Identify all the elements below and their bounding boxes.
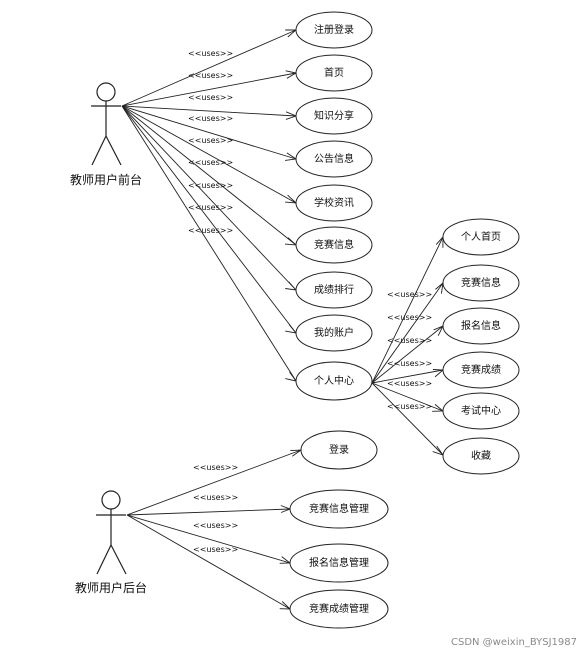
use-case-competition-score: 竞赛成绩 xyxy=(442,351,520,389)
use-case-label: 竞赛信息 xyxy=(461,276,501,289)
use-case-personal-center: 个人中心 xyxy=(295,361,373,401)
stereotype-label: <<uses>> xyxy=(193,545,238,554)
use-case-label: 注册登录 xyxy=(314,23,354,36)
use-case-school-news: 学校资讯 xyxy=(295,184,373,222)
stereotype-label: <<uses>> xyxy=(188,226,233,235)
stereotype-label: <<uses>> xyxy=(387,379,432,388)
use-case-pc-competition-info: 竞赛信息 xyxy=(442,264,520,302)
use-case-login: 登录 xyxy=(300,430,378,470)
stereotype-label: <<uses>> xyxy=(188,49,233,58)
stereotype-label: <<uses>> xyxy=(188,114,233,123)
stereotype-label: <<uses>> xyxy=(188,203,233,212)
stereotype-label: <<uses>> xyxy=(188,181,233,190)
use-case-competition-info-mgmt: 竞赛信息管理 xyxy=(289,489,389,529)
use-case-label: 个人中心 xyxy=(314,374,354,387)
use-case-favorites: 收藏 xyxy=(442,437,520,475)
use-case-score-ranking: 成绩排行 xyxy=(295,271,373,309)
use-case-label: 我的账户 xyxy=(314,326,354,339)
use-case-announcements: 公告信息 xyxy=(295,140,373,178)
use-case-home: 首页 xyxy=(295,54,373,92)
use-case-registration-info-mgmt: 报名信息管理 xyxy=(289,543,389,583)
use-case-register-login: 注册登录 xyxy=(295,11,373,49)
actor-back-label: 教师用户后台 xyxy=(75,580,147,595)
use-case-label: 竞赛成绩管理 xyxy=(309,602,369,615)
use-case-exam-center: 考试中心 xyxy=(442,392,520,430)
use-case-personal-home: 个人首页 xyxy=(442,218,520,256)
use-case-label: 公告信息 xyxy=(314,152,354,165)
back-associations xyxy=(126,449,303,610)
use-case-label: 登录 xyxy=(329,443,349,456)
use-case-label: 成绩排行 xyxy=(314,283,354,296)
stereotype-label: <<uses>> xyxy=(387,359,432,368)
use-case-label: 报名信息 xyxy=(461,319,501,332)
use-case-label: 知识分享 xyxy=(314,109,354,122)
actor-front-label: 教师用户前台 xyxy=(70,172,142,187)
stereotype-label: <<uses>> xyxy=(387,402,432,411)
stereotype-label: <<uses>> xyxy=(188,93,233,102)
use-case-label: 竞赛信息 xyxy=(314,238,354,251)
stereotype-label: <<uses>> xyxy=(188,71,233,80)
use-case-label: 考试中心 xyxy=(461,404,501,417)
stereotype-label: <<uses>> xyxy=(188,158,233,167)
use-case-competition-info: 竞赛信息 xyxy=(295,226,373,264)
stereotype-label: <<uses>> xyxy=(188,136,233,145)
stereotype-label: <<uses>> xyxy=(193,521,238,530)
use-case-label: 竞赛成绩 xyxy=(461,363,501,376)
use-case-label: 首页 xyxy=(324,66,344,79)
stereotype-label: <<uses>> xyxy=(193,493,238,502)
use-case-registration-info: 报名信息 xyxy=(442,307,520,345)
use-case-label: 竞赛信息管理 xyxy=(309,502,369,515)
stereotype-label: <<uses>> xyxy=(387,336,432,345)
actor-front-figure xyxy=(91,82,122,166)
use-case-label: 报名信息管理 xyxy=(309,556,369,569)
use-case-label: 学校资讯 xyxy=(314,196,354,209)
stereotype-label: <<uses>> xyxy=(387,290,432,299)
stereotype-label: <<uses>> xyxy=(387,313,432,322)
use-case-label: 个人首页 xyxy=(461,230,501,243)
use-case-knowledge-share: 知识分享 xyxy=(295,97,373,135)
personal-center-associations xyxy=(371,235,445,456)
use-case-competition-score-mgmt: 竞赛成绩管理 xyxy=(289,589,389,629)
watermark: CSDN @weixin_BYSJ1987 xyxy=(451,637,577,648)
front-associations xyxy=(121,29,298,382)
actor-back-figure xyxy=(96,490,127,575)
stereotype-labels: <<uses>> <<uses>> <<uses>> <<uses>> <<us… xyxy=(188,49,432,554)
use-case-label: 收藏 xyxy=(471,449,491,462)
use-case-my-account: 我的账户 xyxy=(295,314,373,352)
stereotype-label: <<uses>> xyxy=(193,463,238,472)
